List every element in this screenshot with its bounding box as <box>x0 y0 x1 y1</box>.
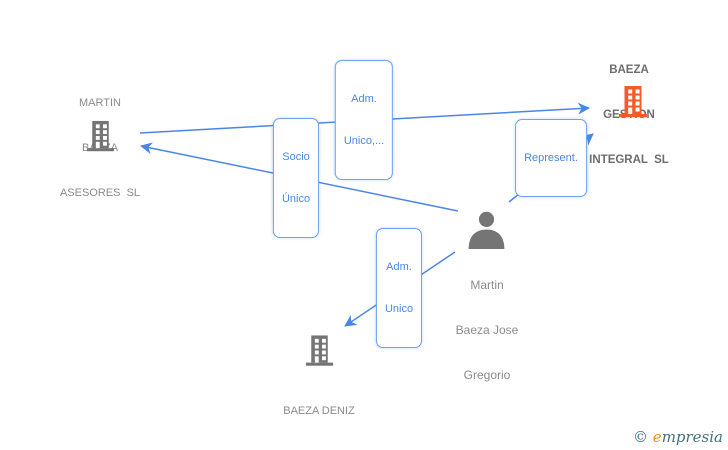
node-martin-baeza-jose-gregorio[interactable] <box>464 211 509 254</box>
edge-label-socio-unico: Socio Único <box>272 118 320 238</box>
node-martin-baeza-jose-gregorio-label: Martin Baeza Jose Gregorio <box>407 248 567 413</box>
edge-label-line: Unico <box>384 303 414 315</box>
person-icon <box>468 211 505 249</box>
edge-label-adm-unico: Adm. Unico <box>375 228 423 348</box>
node-baeza-gestion-integral-label: BAEZA GESTION INTEGRAL SL <box>549 33 709 198</box>
building-icon <box>619 86 647 118</box>
edge-label-line: Represent. <box>524 152 578 164</box>
empresia-logo-e: e <box>652 428 662 446</box>
node-baeza-gestion-integral[interactable] <box>616 84 650 123</box>
node-label-line: ASESORES SL <box>59 187 141 199</box>
node-martin-baeza-asesores-label: MARTIN BAEZA ASESORES SL <box>20 66 180 231</box>
node-label-line: Martin <box>470 278 504 292</box>
empresia-watermark: © empresia <box>633 428 723 446</box>
empresia-logo-text: empresia <box>653 428 723 446</box>
node-martin-baeza-asesores[interactable] <box>84 119 117 157</box>
node-label-line: BAEZA DENIZ <box>283 405 355 417</box>
edge-label-line: Adm. <box>386 261 412 273</box>
node-baeza-deniz-inversiones-label: BAEZA DENIZ INVERSIONES SL <box>239 374 399 450</box>
node-baeza-deniz-inversiones[interactable] <box>303 333 336 372</box>
edge-label-line: Único <box>281 193 311 205</box>
edge-label-line: Socio <box>282 151 310 163</box>
building-icon <box>305 335 334 366</box>
edge-label-adm-unico-ellipsis: Adm. Unico,... <box>334 60 394 180</box>
node-label-line: MARTIN <box>79 97 121 109</box>
node-label-line: BAEZA <box>609 64 649 76</box>
edge-label-represent: Represent. <box>515 119 587 197</box>
edge-label-line: Unico,... <box>343 135 385 147</box>
empresia-logo-rest: mpresia <box>661 428 723 446</box>
edge-label-line: Adm. <box>351 93 377 105</box>
node-label-line: Gregorio <box>463 368 511 382</box>
node-label-line: INTEGRAL SL <box>589 154 669 166</box>
node-label-line: Baeza Jose <box>455 323 519 337</box>
copyright-icon: © <box>633 428 649 446</box>
building-icon <box>86 120 115 152</box>
